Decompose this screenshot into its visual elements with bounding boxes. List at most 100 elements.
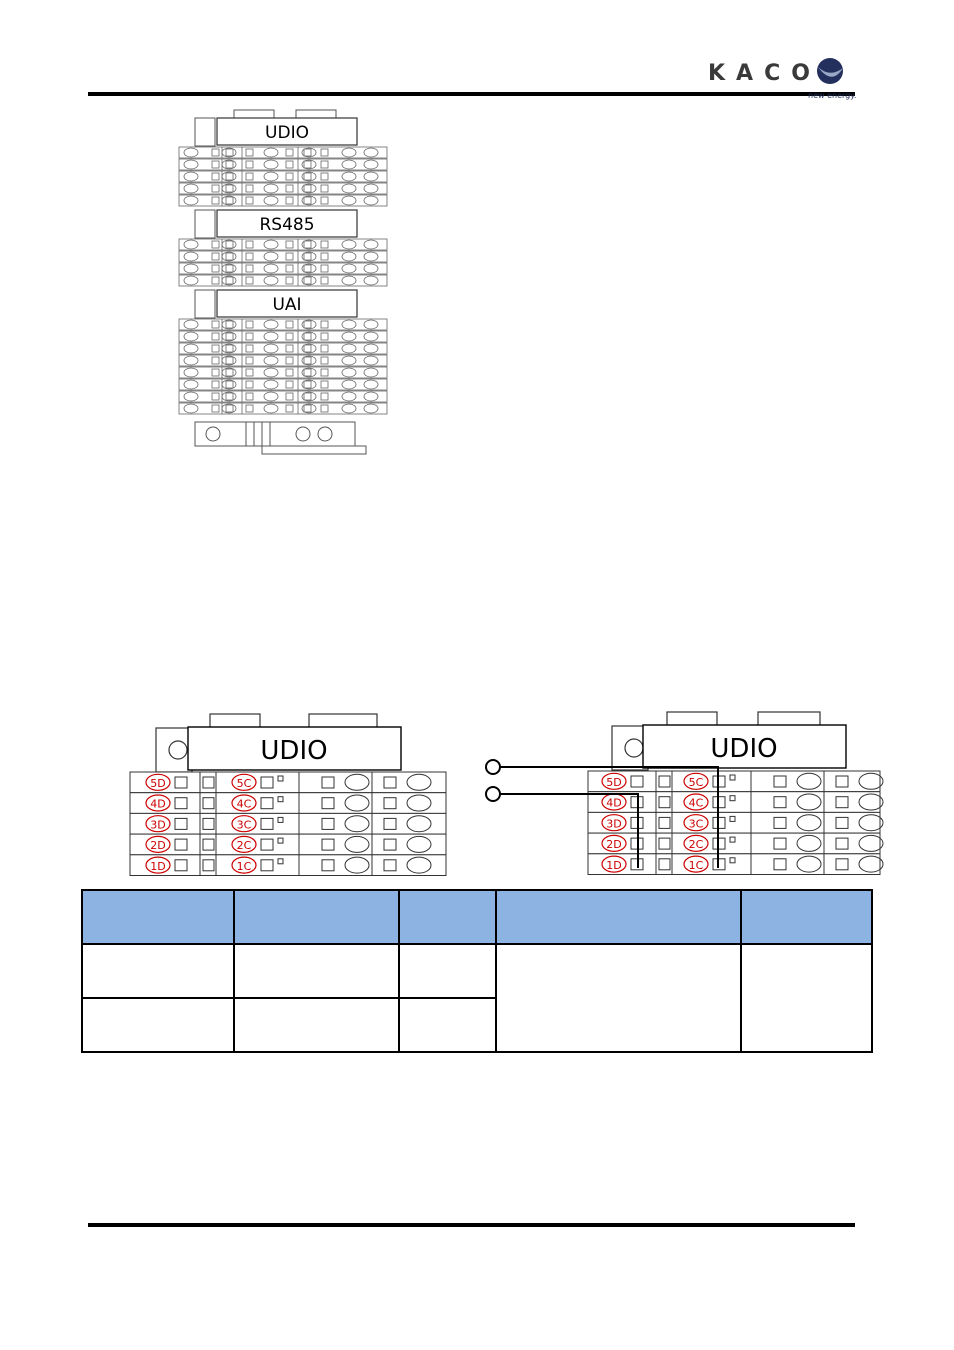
terminal-label-d: 5D xyxy=(601,772,627,790)
terminal-row xyxy=(178,318,388,331)
terminal-label-d: 4D xyxy=(601,793,627,811)
terminal-row xyxy=(178,330,388,343)
table-cell xyxy=(81,943,235,999)
udio-label: UDIO xyxy=(265,123,309,143)
udio-label-box xyxy=(216,117,358,146)
terminal-row: 1D 1C xyxy=(129,854,447,877)
svg-text:3C: 3C xyxy=(689,817,704,830)
table-cell xyxy=(81,997,235,1053)
table-cell xyxy=(740,943,873,1053)
terminal-row: 5D 5C xyxy=(129,771,447,794)
terminal-row: 2D 2C xyxy=(587,832,884,855)
svg-text:1D: 1D xyxy=(606,859,621,872)
table-row xyxy=(81,997,872,1053)
terminal-row: 4D 4C xyxy=(129,792,447,814)
table-header-cell xyxy=(494,889,743,945)
terminal-label-c: 5C xyxy=(683,772,709,790)
terminal-label-d: 3D xyxy=(145,815,171,833)
svg-text:5D: 5D xyxy=(606,776,621,789)
terminal-row xyxy=(178,170,388,183)
terminal-row xyxy=(178,158,388,171)
udio-terminal-detail-right: UDIO 5D 5C 4D 4C 3D 3C 2D 2C 1D 1C xyxy=(482,710,892,886)
terminal-label-d: 4D xyxy=(145,794,171,812)
terminal-row xyxy=(178,390,388,403)
terminal-label-d: 5D xyxy=(145,773,171,791)
table-header-row xyxy=(81,889,873,945)
terminal-row xyxy=(178,354,388,367)
terminal-label-c: 2C xyxy=(683,834,709,852)
terminal-row xyxy=(178,182,388,195)
terminal-row xyxy=(178,402,388,415)
terminal-label-c: 4C xyxy=(683,793,709,811)
terminal-row: 3D 3C xyxy=(587,811,884,834)
logo-wordmark: KACO xyxy=(708,61,821,86)
table-cell xyxy=(232,997,401,1053)
svg-text:2C: 2C xyxy=(689,838,704,851)
terminal-label-c: 3C xyxy=(683,814,709,832)
rs485-label-box xyxy=(216,209,358,238)
terminal-label-d: 3D xyxy=(601,814,627,832)
terminal-label-c: 3C xyxy=(231,815,257,833)
svg-text:5D: 5D xyxy=(150,777,165,790)
udio-label-box xyxy=(187,726,402,771)
svg-text:3D: 3D xyxy=(150,818,165,831)
svg-text:5C: 5C xyxy=(689,776,704,789)
table-cell xyxy=(494,943,743,1053)
svg-text:4D: 4D xyxy=(150,798,165,811)
table-cell xyxy=(232,943,401,999)
footer-rule xyxy=(88,1223,855,1227)
specification-table xyxy=(81,889,873,1053)
terminal-row: 4D 4C xyxy=(587,791,884,813)
svg-text:2D: 2D xyxy=(606,838,621,851)
table-header-cell xyxy=(398,889,497,945)
terminal-label-c: 2C xyxy=(231,835,257,853)
o-ring-icon xyxy=(485,759,501,775)
udio-label-left: UDIO xyxy=(260,736,327,766)
svg-text:1C: 1C xyxy=(237,860,252,873)
terminal-label-c: 1C xyxy=(683,855,709,873)
table-header-cell xyxy=(232,889,401,945)
header-rule xyxy=(88,92,855,96)
kaco-globe-icon xyxy=(817,58,843,84)
terminal-row: 2D 2C xyxy=(129,833,447,856)
terminal-row xyxy=(178,342,388,355)
svg-text:4D: 4D xyxy=(606,797,621,810)
logo-tagline: new energy. xyxy=(808,91,856,100)
table-header-cell xyxy=(740,889,873,945)
rs485-label: RS485 xyxy=(259,215,314,235)
svg-text:4C: 4C xyxy=(689,797,704,810)
terminal-row xyxy=(178,262,388,275)
svg-text:1C: 1C xyxy=(689,859,704,872)
svg-text:5C: 5C xyxy=(237,777,252,790)
svg-text:2D: 2D xyxy=(150,839,165,852)
terminal-label-c: 4C xyxy=(231,794,257,812)
terminal-label-c: 5C xyxy=(231,773,257,791)
uai-label-box xyxy=(216,289,358,318)
table-header-cell xyxy=(81,889,235,945)
terminal-row: 5D 5C xyxy=(587,770,884,793)
terminal-row xyxy=(178,274,388,287)
svg-text:2C: 2C xyxy=(237,839,252,852)
terminal-row xyxy=(178,194,388,207)
svg-text:1D: 1D xyxy=(150,860,165,873)
udio-terminal-detail-left: UDIO 5D 5C 4D 4C 3D 3C 2D 2C 1D 1C xyxy=(126,712,456,886)
table-cell xyxy=(398,943,497,999)
terminal-label-d: 1D xyxy=(601,855,627,873)
svg-text:4C: 4C xyxy=(237,798,252,811)
terminal-label-d: 2D xyxy=(601,834,627,852)
terminal-row: 1D 1C xyxy=(587,853,884,876)
udio-label-right: UDIO xyxy=(710,734,777,764)
uai-label: UAI xyxy=(272,295,301,315)
terminal-row xyxy=(178,378,388,391)
terminal-row xyxy=(178,366,388,379)
terminal-block-overview: UDIO RS485 UAI xyxy=(176,108,391,462)
o-ring-icon xyxy=(485,786,501,802)
svg-text:3D: 3D xyxy=(606,817,621,830)
svg-text:3C: 3C xyxy=(237,818,252,831)
udio-label-box xyxy=(642,724,847,769)
terminal-label-d: 1D xyxy=(145,856,171,874)
table-cell xyxy=(398,997,497,1053)
terminal-row: 3D 3C xyxy=(129,812,447,835)
terminal-row xyxy=(178,250,388,263)
wiring-lines xyxy=(500,766,719,868)
